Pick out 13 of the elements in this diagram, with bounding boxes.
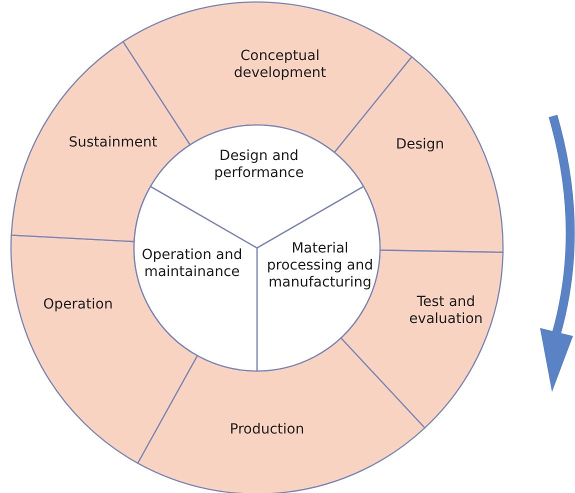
- segment-label: Design: [394, 136, 446, 154]
- segment-label: Test and evaluation: [408, 294, 484, 328]
- ring-segment: [136, 336, 426, 493]
- ring-segment: [10, 40, 192, 243]
- segment-label: Material processing and manufacturing: [266, 240, 374, 292]
- segment-label: Operation and maintainance: [140, 247, 244, 281]
- segment-label: Conceptual development: [232, 48, 328, 82]
- segment-label: Production: [228, 422, 306, 438]
- segment-label: Sustainment: [68, 134, 158, 152]
- inner-segment: [133, 185, 258, 372]
- inner-segment: [256, 185, 381, 372]
- segment-label: Design and performance: [213, 148, 305, 182]
- segment-label: Operation: [42, 296, 114, 314]
